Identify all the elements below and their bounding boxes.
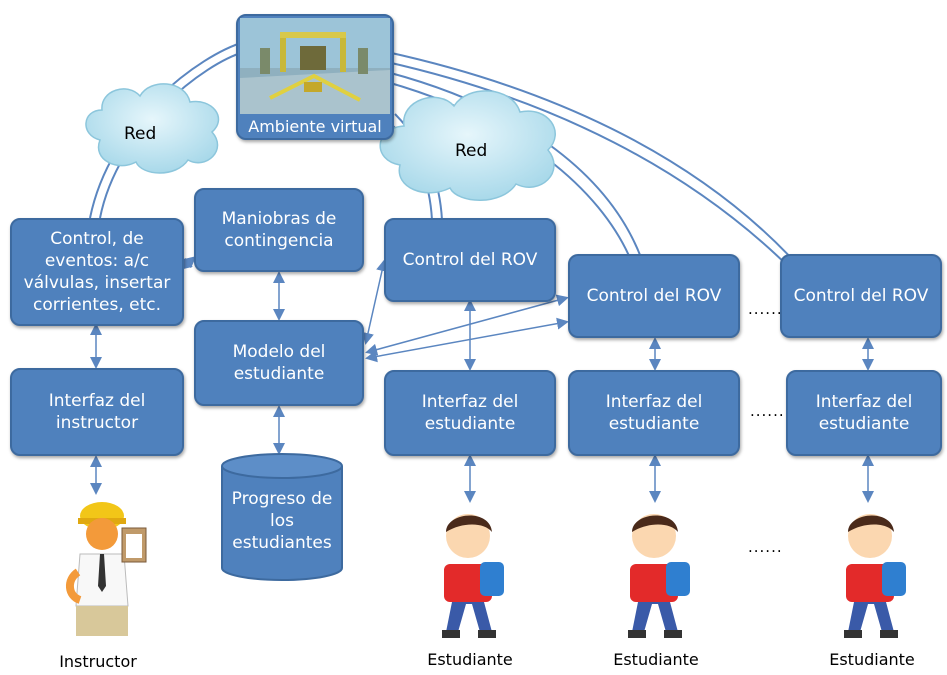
student-2-icon xyxy=(628,514,690,638)
control-eventos-label: Control, de eventos: a/c válvulas, inser… xyxy=(23,229,171,315)
control-rov-2-label: Control del ROV xyxy=(586,286,722,306)
cloud-left xyxy=(85,83,220,174)
interfaz-instructor-node: Interfaz del instructor xyxy=(10,368,184,456)
interfaz-estudiante-3-node: Interfaz del estudiante xyxy=(786,370,942,456)
modelo-estudiante-node: Modelo del estudiante xyxy=(194,320,364,406)
cloud-right-label: Red xyxy=(455,141,488,161)
arrows xyxy=(90,256,874,503)
instructor-caption: Instructor xyxy=(59,652,137,671)
control-rov-2-node: Control del ROV xyxy=(568,254,740,338)
interfaz-estudiante-2-node: Interfaz del estudiante xyxy=(568,370,740,456)
ellipsis-people: ...... xyxy=(748,538,783,556)
ambiente-virtual-label: Ambiente virtual xyxy=(248,117,382,136)
student-3-icon xyxy=(844,514,906,638)
interfaz-est-1-label: Interfaz del estudiante xyxy=(421,392,519,434)
instructor-icon xyxy=(66,502,147,636)
interfaz-instructor-label: Interfaz del instructor xyxy=(48,391,146,433)
control-eventos-node: Control, de eventos: a/c válvulas, inser… xyxy=(10,218,184,326)
interfaz-est-2-label: Interfaz del estudiante xyxy=(605,392,703,434)
ellipsis-rov: ...... xyxy=(748,300,783,318)
estudiante-2-caption: Estudiante xyxy=(613,650,699,669)
maniobras-node: Maniobras de contingencia xyxy=(194,188,364,272)
control-rov-3-node: Control del ROV xyxy=(780,254,942,338)
ellipsis-interfaz: ...... xyxy=(750,402,785,420)
cloud-right xyxy=(379,90,556,201)
control-rov-3-label: Control del ROV xyxy=(793,286,929,306)
control-rov-1-label: Control del ROV xyxy=(402,250,538,270)
control-rov-1-node: Control del ROV xyxy=(384,218,556,302)
ambiente-virtual-node: Ambiente virtual xyxy=(236,14,394,140)
maniobras-label: Maniobras de contingencia xyxy=(221,209,337,251)
progreso-label: Progreso de los estudiantes xyxy=(231,489,333,553)
interfaz-est-3-label: Interfaz del estudiante xyxy=(815,392,913,434)
modelo-label: Modelo del estudiante xyxy=(232,342,326,384)
estudiante-3-caption: Estudiante xyxy=(829,650,915,669)
cloud-left-label: Red xyxy=(124,124,157,144)
progreso-database xyxy=(221,453,343,581)
student-1-icon xyxy=(442,514,504,638)
interfaz-estudiante-1-node: Interfaz del estudiante xyxy=(384,370,556,456)
virtual-scene-image xyxy=(240,18,390,114)
estudiante-1-caption: Estudiante xyxy=(427,650,513,669)
